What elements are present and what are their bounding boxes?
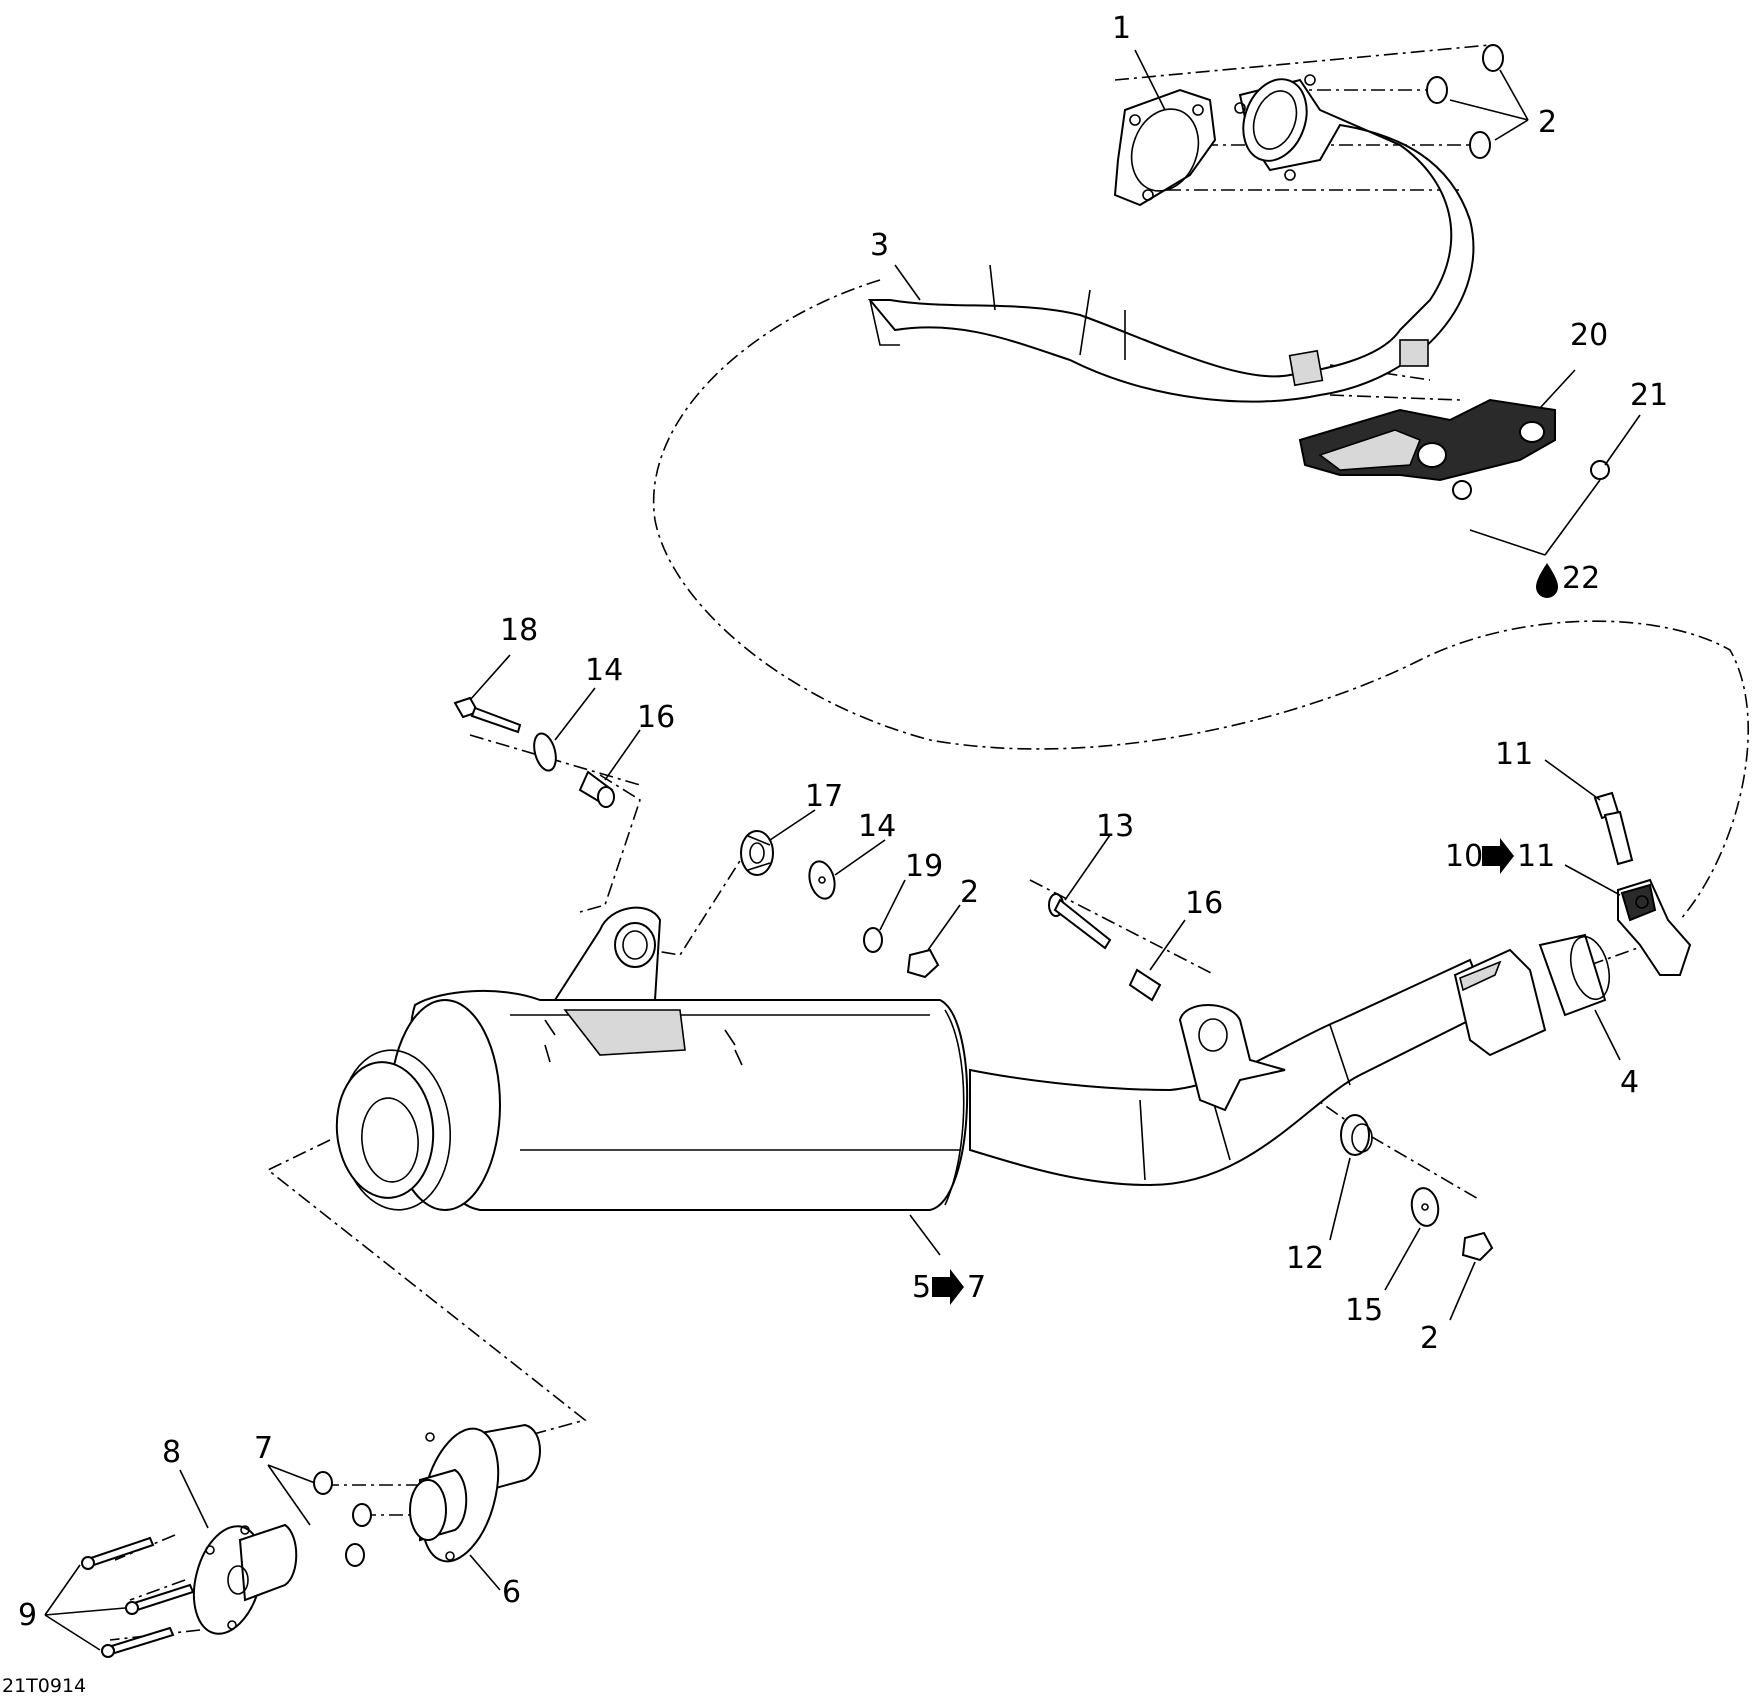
part-11-bolt (1593, 791, 1634, 866)
part-1-exhaust-gasket (1113, 88, 1217, 207)
diagram-reference-code: 21T0914 (2, 1675, 86, 1697)
part-10-clamp (1617, 878, 1692, 976)
callout-6: 6 (502, 1575, 521, 1610)
part-12-grommet (1340, 1114, 1373, 1156)
muffler-inlet-pipe (969, 948, 1547, 1187)
part-18-bolt (453, 696, 522, 734)
part-2-nut-middle (906, 948, 940, 979)
part-3-header-pipe (867, 74, 1475, 403)
callout-16-lower: 16 (1185, 886, 1223, 921)
callout-22: 22 (1562, 561, 1600, 596)
callout-18: 18 (500, 613, 538, 648)
part-9-long-screws (81, 1536, 195, 1658)
callout-10-11-from: 10 (1445, 839, 1483, 874)
part-17-grommet (740, 830, 774, 876)
arrow-right-icon (1482, 838, 1514, 874)
callout-2-bottom: 2 (1420, 1321, 1439, 1356)
callout-20: 20 (1570, 318, 1608, 353)
drop-icon (1536, 563, 1558, 598)
callout-16-upper: 16 (637, 700, 675, 735)
callout-2-top: 2 (1538, 105, 1557, 140)
callout-10-11-to: 11 (1517, 839, 1555, 874)
part-16-spacer-lower (1128, 968, 1162, 1002)
callout-14-upper: 14 (585, 653, 623, 688)
part-8-end-cap (192, 1523, 298, 1635)
callout-19: 19 (905, 849, 943, 884)
part-15-washer (1410, 1187, 1440, 1227)
part-2-nut-bottom (1461, 1231, 1494, 1262)
callout-21: 21 (1630, 378, 1668, 413)
part-14-washer-upper (533, 732, 557, 772)
callout-5-7-to: 7 (967, 1270, 986, 1305)
callout-14-lower: 14 (858, 809, 896, 844)
callout-17: 17 (805, 779, 843, 814)
callout-5-7-from: 5 (912, 1270, 931, 1305)
callout-11: 11 (1495, 737, 1533, 772)
part-14-washer-lower (808, 860, 836, 900)
callout-13: 13 (1096, 809, 1134, 844)
part-4-sleeve (1538, 933, 1611, 1017)
part-16-spacer-upper (578, 770, 615, 808)
callout-3: 3 (870, 228, 889, 263)
part-19-collar (863, 927, 883, 953)
callout-4: 4 (1620, 1065, 1639, 1100)
part-21-screws (1452, 460, 1610, 500)
callout-15: 15 (1345, 1293, 1383, 1328)
part-2-flange-nuts-top (1426, 44, 1504, 159)
part-6-spark-arrestor (409, 1423, 541, 1563)
arrow-right-icon (932, 1269, 964, 1305)
callout-2-middle: 2 (960, 875, 979, 910)
part-5-muffler (335, 906, 969, 1211)
callout-labels: 1 2 3 20 21 22 18 14 16 17 14 19 2 13 16… (18, 11, 1668, 1633)
callout-12: 12 (1286, 1241, 1324, 1276)
callout-5-to-7: 5 7 (912, 1269, 986, 1305)
leader-lines (44, 49, 1641, 1651)
callout-9: 9 (18, 1598, 37, 1633)
part-7-screws (313, 1471, 372, 1567)
callout-8: 8 (162, 1435, 181, 1470)
callout-7: 7 (254, 1431, 273, 1466)
part-20-heat-shield (1298, 398, 1556, 482)
callout-10-to-11: 10 11 (1445, 838, 1555, 874)
callout-22-with-sealant: 22 (1536, 561, 1600, 598)
part-13-bolt (1048, 893, 1112, 950)
callout-1: 1 (1112, 11, 1131, 46)
